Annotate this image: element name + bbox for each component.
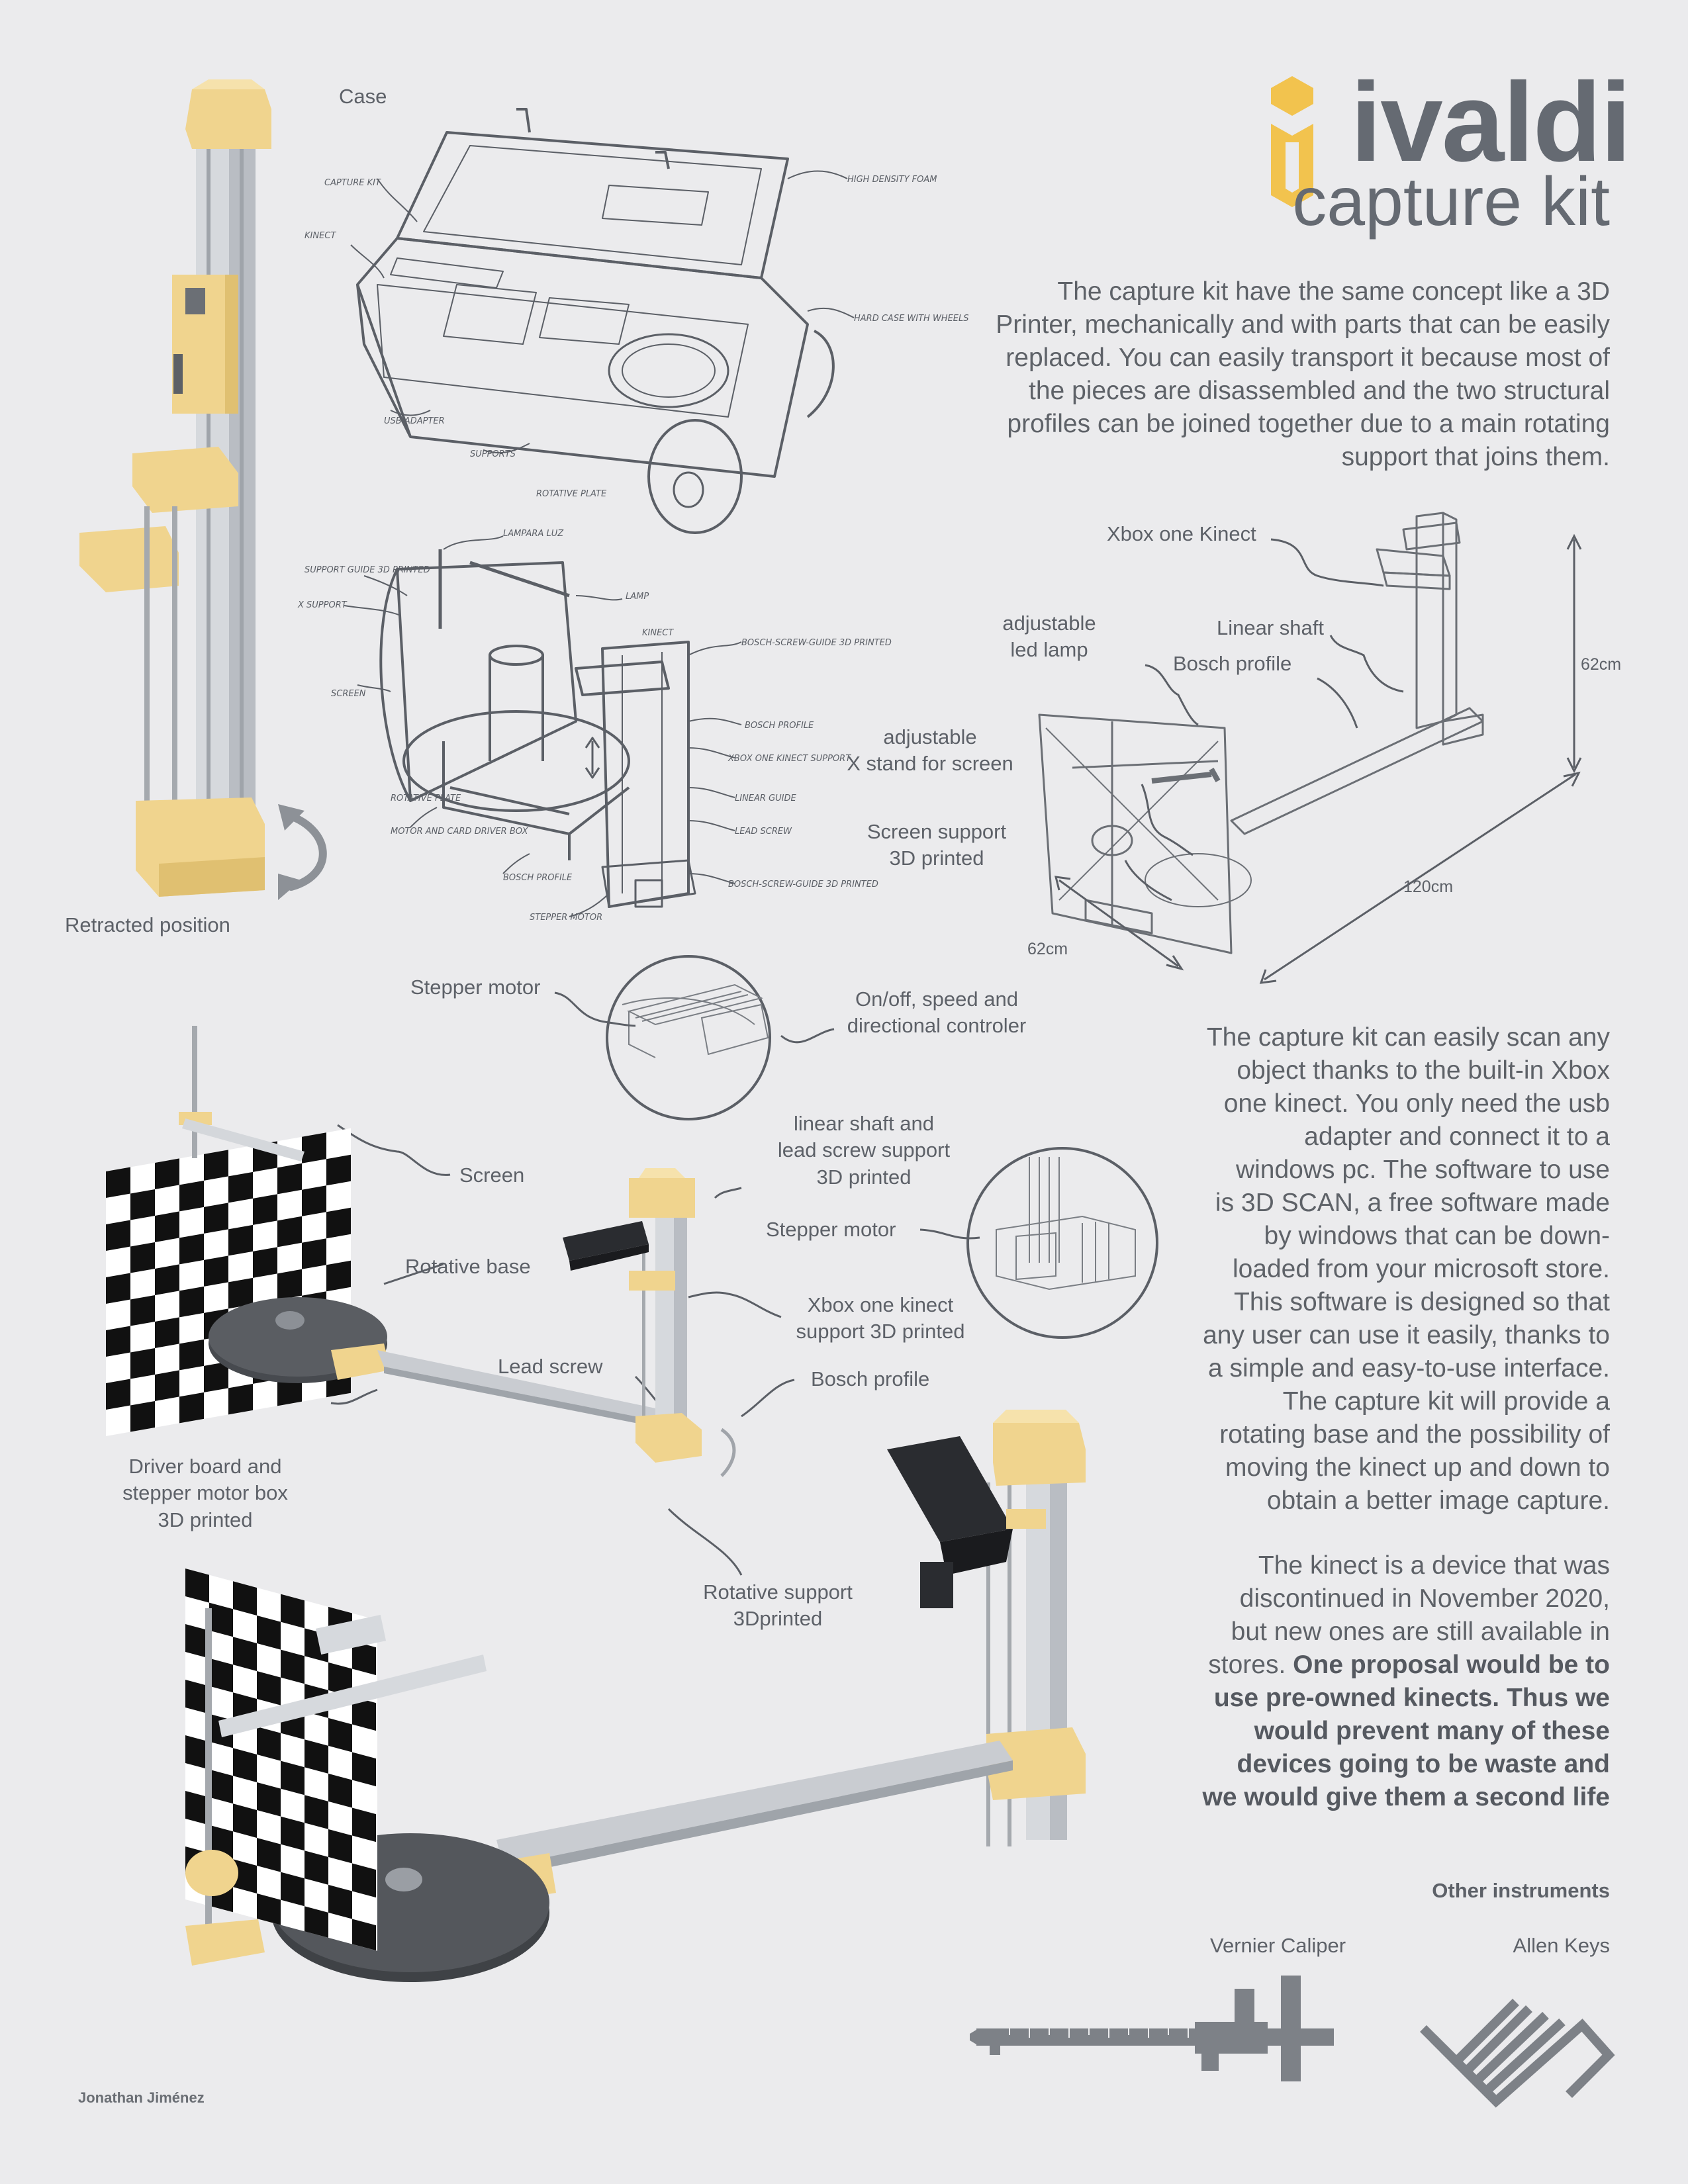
svg-text:SUPPORTS: SUPPORTS xyxy=(470,449,516,459)
caliper-label: Vernier Caliper xyxy=(1210,1934,1346,1957)
label-rotative-support: Rotative support 3Dprinted xyxy=(703,1580,853,1631)
label-xbox-kinect: Xbox one Kinect xyxy=(1107,522,1256,545)
detail-circle-stepper xyxy=(966,1147,1158,1339)
assembly-render-middle xyxy=(106,1026,736,1477)
vernier-caliper-icon xyxy=(970,1976,1334,2081)
detail-circle-controller xyxy=(606,955,771,1120)
allen-keys-label: Allen Keys xyxy=(1513,1934,1610,1957)
product-name: capture kit xyxy=(1292,163,1610,240)
svg-text:BOSCH-SCREW-GUIDE 3D PRINTED: BOSCH-SCREW-GUIDE 3D PRINTED xyxy=(741,638,892,648)
label-controller: On/off, speed and directional controler xyxy=(847,987,1027,1038)
dimension-depth: 62cm xyxy=(1027,940,1068,958)
label-screen: Screen xyxy=(459,1163,525,1187)
rotate-arrow-icon xyxy=(278,804,327,900)
allen-keys-icon xyxy=(1420,1999,1615,2108)
label-bosch-profile: Bosch profile xyxy=(1173,652,1292,675)
svg-text:XBOX ONE KINECT SUPPORT: XBOX ONE KINECT SUPPORT xyxy=(727,754,851,764)
body-paragraph: The capture kit can easily scan any obje… xyxy=(1203,1023,1610,1515)
assembly-render-lower xyxy=(185,1410,1086,1982)
intro-paragraph: The capture kit have the same concept li… xyxy=(996,277,1610,471)
mechanism-sketch: LAMPARA LUZ LAMP SUPPORT GUIDE 3D PRINTE… xyxy=(297,529,892,923)
svg-text:KINECT: KINECT xyxy=(642,628,674,638)
label-linear-shaft-support: linear shaft and lead screw support 3D p… xyxy=(777,1112,951,1189)
svg-text:MOTOR AND CARD DRIVER BOX: MOTOR AND CARD DRIVER BOX xyxy=(391,827,529,837)
dimension-diagram xyxy=(1038,512,1582,984)
svg-text:BOSCH-SCREW-GUIDE 3D PRINTED: BOSCH-SCREW-GUIDE 3D PRINTED xyxy=(728,880,878,889)
svg-text:STEPPER MOTOR: STEPPER MOTOR xyxy=(530,913,602,923)
kinect-paragraph: The kinect is a device that was disconti… xyxy=(1107,1549,1610,1814)
svg-text:LEAD SCREW: LEAD SCREW xyxy=(735,827,792,837)
kinect-text-bold: use pre-owned kinects. Thus we would pre… xyxy=(1202,1684,1610,1811)
label-stepper-motor-top: Stepper motor xyxy=(410,976,541,999)
svg-text:ROTATIVE PLATE: ROTATIVE PLATE xyxy=(536,489,607,499)
svg-text:BOSCH PROFILE: BOSCH PROFILE xyxy=(745,721,814,731)
dimension-height: 62cm xyxy=(1581,655,1622,674)
label-rotative-base: Rotative base xyxy=(405,1255,531,1278)
case-sketch: CAPTURE KIT KINECT USB ADAPTER SUPPORTS … xyxy=(305,108,969,534)
svg-text:ROTATIVE PLATE: ROTATIVE PLATE xyxy=(391,794,461,803)
label-adjustable-lamp: adjustable led lamp xyxy=(1002,612,1096,662)
svg-text:BOSCH PROFILE: BOSCH PROFILE xyxy=(503,873,573,883)
svg-text:LAMP: LAMP xyxy=(626,592,649,602)
label-x-stand: adjustable X stand for screen xyxy=(847,725,1013,776)
label-driver-board: Driver board and stepper motor box 3D pr… xyxy=(122,1455,288,1531)
other-instruments-title: Other instruments xyxy=(1432,1879,1610,1902)
label-stepper-motor-mid: Stepper motor xyxy=(766,1218,896,1241)
author-credit: Jonathan Jiménez xyxy=(78,2089,205,2106)
retracted-render xyxy=(79,79,271,897)
svg-text:SUPPORT GUIDE 3D PRINTED: SUPPORT GUIDE 3D PRINTED xyxy=(305,565,430,575)
svg-text:HARD CASE WITH WHEELS: HARD CASE WITH WHEELS xyxy=(854,314,969,324)
label-linear-shaft: Linear shaft xyxy=(1217,616,1324,639)
svg-text:LAMPARA LUZ: LAMPARA LUZ xyxy=(503,529,564,539)
svg-text:HIGH DENSITY FOAM: HIGH DENSITY FOAM xyxy=(847,175,937,185)
kinect-text-regular: The kinect is a device that was disconti… xyxy=(1208,1551,1610,1679)
label-bosch-profile-assembly: Bosch profile xyxy=(811,1367,930,1390)
ivaldi-logo-icon xyxy=(1271,76,1313,207)
dimension-length: 120cm xyxy=(1403,878,1454,896)
svg-text:KINECT: KINECT xyxy=(305,231,336,241)
retracted-position-label: Retracted position xyxy=(65,913,230,936)
svg-text:SCREEN: SCREEN xyxy=(331,689,366,699)
svg-text:X SUPPORT: X SUPPORT xyxy=(297,600,348,610)
checker-pattern xyxy=(106,1132,351,1432)
label-lead-screw: Lead screw xyxy=(498,1355,603,1378)
svg-text:CAPTURE KIT: CAPTURE KIT xyxy=(324,178,381,188)
case-label: Case xyxy=(339,85,387,108)
svg-text:USB ADAPTER: USB ADAPTER xyxy=(384,416,445,426)
svg-text:LINEAR GUIDE: LINEAR GUIDE xyxy=(735,794,797,803)
kinect-text-bold-first: One proposal would be to xyxy=(1293,1651,1610,1679)
label-kinect-support: Xbox one kinect support 3D printed xyxy=(796,1293,965,1343)
brand-name: ivaldi xyxy=(1350,60,1632,185)
label-screen-support: Screen support 3D printed xyxy=(867,820,1007,870)
